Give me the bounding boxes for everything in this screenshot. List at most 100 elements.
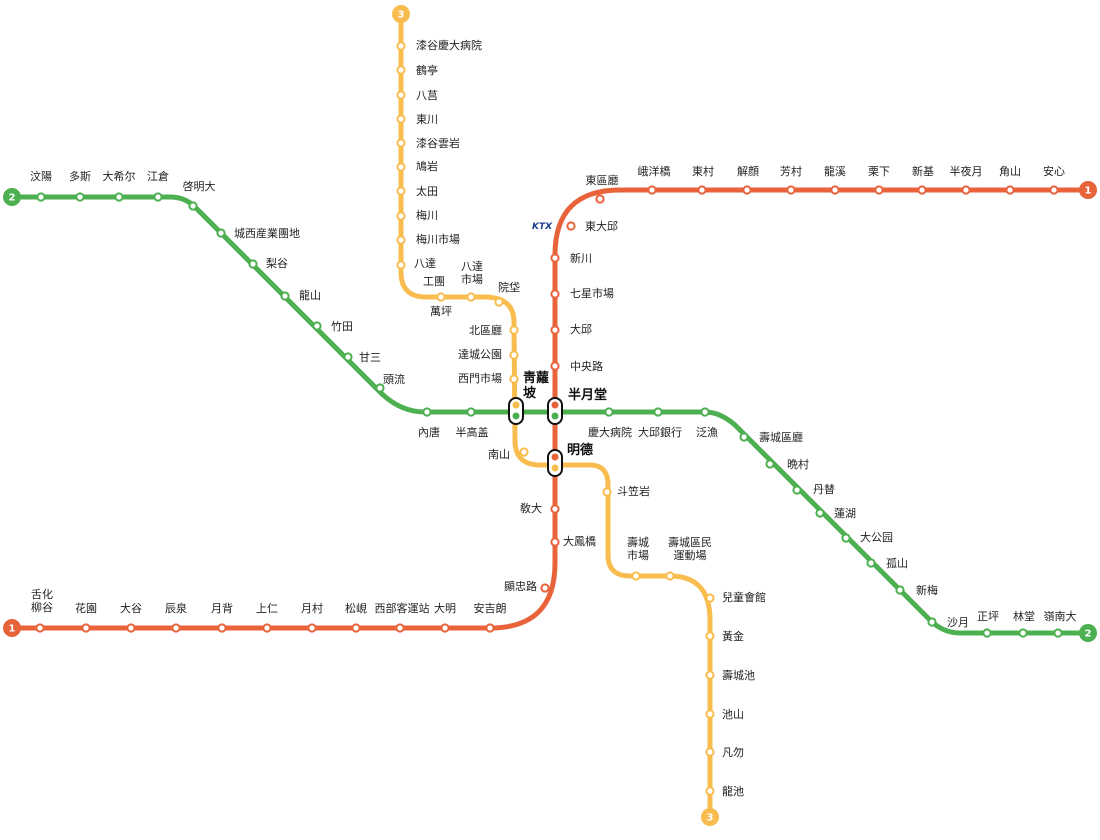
station-label-line1: 栗下	[868, 165, 890, 178]
station-dot-line2[interactable]	[927, 617, 937, 627]
station-dot-line3[interactable]	[705, 786, 715, 796]
station-dot-line1[interactable]	[262, 623, 272, 633]
transfer-capsule-cheongna[interactable]	[508, 397, 524, 425]
line-2-terminal-badge[interactable]: 2	[1079, 624, 1097, 642]
station-dot-line3[interactable]	[466, 292, 476, 302]
station-dot-line1[interactable]	[485, 623, 495, 633]
station-dot-line1[interactable]	[550, 289, 560, 299]
station-dot-line3[interactable]	[705, 709, 715, 719]
station-dot-line2[interactable]	[248, 259, 258, 269]
transfer-capsule-myeongdeok[interactable]	[547, 449, 563, 477]
station-dot-line3[interactable]	[396, 235, 406, 245]
station-dot-line3[interactable]	[509, 374, 519, 384]
station-dot-line2[interactable]	[75, 192, 85, 202]
terminal-number: 2	[9, 193, 16, 204]
station-dot-line3[interactable]	[705, 670, 715, 680]
station-dot-line3[interactable]	[509, 325, 519, 335]
station-dot-line3[interactable]	[705, 593, 715, 603]
transfer-capsule-banwoldang[interactable]	[547, 397, 563, 425]
station-dot-line3[interactable]	[396, 65, 406, 75]
line-3-terminal-badge[interactable]: 3	[701, 808, 719, 826]
station-dot-line1[interactable]	[697, 185, 707, 195]
station-dot-line1[interactable]	[171, 623, 181, 633]
station-dot-line3[interactable]	[396, 114, 406, 124]
station-dot-line2[interactable]	[1018, 628, 1028, 638]
station-dot-line2[interactable]	[1053, 628, 1063, 638]
station-dot-line2[interactable]	[700, 407, 710, 417]
station-dot-line1[interactable]	[595, 194, 605, 204]
station-dot-line2[interactable]	[375, 383, 385, 393]
station-dot-line2[interactable]	[982, 628, 992, 638]
station-dot-line2[interactable]	[739, 432, 749, 442]
station-dot-line1[interactable]	[874, 185, 884, 195]
station-dot-line2[interactable]	[653, 407, 663, 417]
station-dot-line3[interactable]	[396, 260, 406, 270]
station-dot-line1[interactable]	[830, 185, 840, 195]
station-dot-line2[interactable]	[280, 291, 290, 301]
station-dot-line3[interactable]	[396, 41, 406, 51]
station-dot-line1[interactable]	[961, 185, 971, 195]
station-dot-line3[interactable]	[602, 487, 612, 497]
line-1-terminal-badge[interactable]: 1	[1079, 181, 1097, 199]
station-dot-line3[interactable]	[494, 297, 504, 307]
line-1-terminal-badge[interactable]: 1	[3, 619, 21, 637]
station-dot-line3[interactable]	[705, 631, 715, 641]
station-dot-line1[interactable]	[786, 185, 796, 195]
station-dot-line2[interactable]	[343, 352, 353, 362]
station-dot-line1[interactable]	[550, 361, 560, 371]
station-dot-line3[interactable]	[509, 350, 519, 360]
station-dot-line2[interactable]	[466, 407, 476, 417]
station-dot-line2[interactable]	[114, 192, 124, 202]
station-dot-line1[interactable]	[217, 623, 227, 633]
station-dot-line3[interactable]	[631, 571, 641, 581]
station-dot-line2[interactable]	[792, 485, 802, 495]
station-dot-line3[interactable]	[396, 90, 406, 100]
station-dot-line3[interactable]	[705, 747, 715, 757]
station-label-line2: 半高盖	[456, 425, 489, 439]
station-dot-line2[interactable]	[841, 533, 851, 543]
station-dot-line3[interactable]	[665, 571, 675, 581]
station-dot-line1[interactable]	[550, 537, 560, 547]
station-dot-line1[interactable]	[351, 623, 361, 633]
station-dot-line2[interactable]	[604, 407, 614, 417]
station-dot-line3[interactable]	[396, 211, 406, 221]
station-dot-line1[interactable]	[566, 221, 576, 231]
line-2-terminal-badge[interactable]: 2	[3, 188, 21, 206]
station-dot-line1[interactable]	[395, 623, 405, 633]
station-dot-line2[interactable]	[312, 321, 322, 331]
transfer-dot	[551, 453, 559, 461]
station-label-line1: 龍溪	[824, 164, 846, 178]
station-dot-line1[interactable]	[1049, 185, 1059, 195]
station-dot-line1[interactable]	[440, 623, 450, 633]
station-dot-line1[interactable]	[126, 623, 136, 633]
station-dot-line3[interactable]	[396, 138, 406, 148]
station-dot-line2[interactable]	[815, 508, 825, 518]
station-dot-line1[interactable]	[742, 185, 752, 195]
station-dot-line2[interactable]	[153, 192, 163, 202]
station-dot-line3[interactable]	[396, 186, 406, 196]
station-dot-line1[interactable]	[1005, 185, 1015, 195]
station-dot-line2[interactable]	[895, 585, 905, 595]
station-dot-line1[interactable]	[540, 583, 550, 593]
station-dot-line2[interactable]	[36, 192, 46, 202]
station-dot-line1[interactable]	[550, 504, 560, 514]
station-dot-line1[interactable]	[917, 185, 927, 195]
station-dot-line2[interactable]	[866, 558, 876, 568]
station-label-line1: 敎大	[520, 501, 542, 515]
station-dot-line3[interactable]	[436, 292, 446, 302]
station-dot-line2[interactable]	[765, 459, 775, 469]
station-dot-line2[interactable]	[216, 228, 226, 238]
station-dot-line1[interactable]	[35, 623, 45, 633]
station-dot-line1[interactable]	[550, 325, 560, 335]
station-label-line2: 啓明大	[183, 179, 216, 193]
station-dot-line2[interactable]	[422, 407, 432, 417]
station-dot-line1[interactable]	[307, 623, 317, 633]
station-dot-line3[interactable]	[519, 447, 529, 457]
station-dot-line1[interactable]	[81, 623, 91, 633]
station-dot-line1[interactable]	[550, 253, 560, 263]
line-3-terminal-badge[interactable]: 3	[392, 5, 410, 23]
station-dot-line2[interactable]	[188, 201, 198, 211]
station-label-line3: 太田	[416, 185, 438, 198]
station-dot-line3[interactable]	[396, 162, 406, 172]
station-dot-line1[interactable]	[647, 185, 657, 195]
